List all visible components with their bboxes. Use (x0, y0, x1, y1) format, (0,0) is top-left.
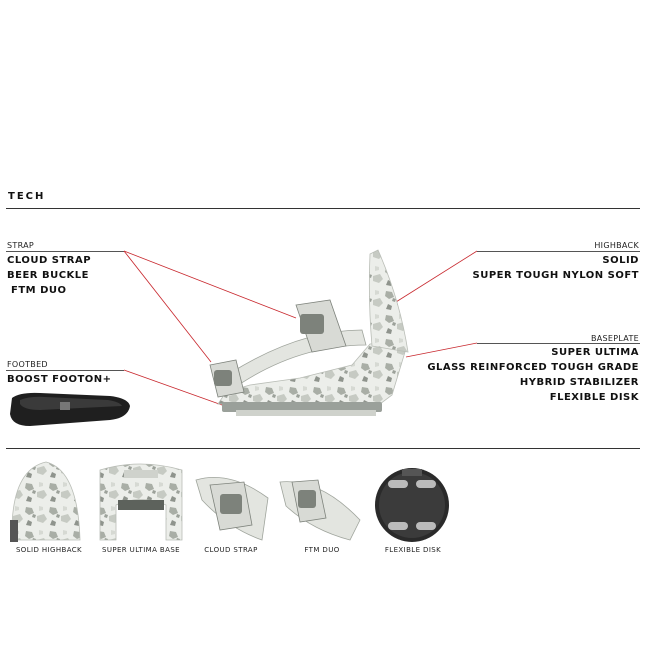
baseplate-underline (477, 343, 640, 344)
baseplate-item-glass: GLASS REINFORCED TOUGH GRADE (427, 362, 639, 373)
footbed-label: FOOTBED (7, 360, 48, 369)
thumb-cloud-strap-image (195, 477, 269, 541)
bottom-divider (6, 448, 640, 449)
callout-highback (387, 250, 478, 308)
highback-label: HIGHBACK (594, 241, 639, 250)
callout-strap-ankle (123, 250, 212, 363)
thumb-ftm-duo-image (279, 479, 361, 541)
thumb-caption-flexible-disk: FLEXIBLE DISK (384, 546, 442, 554)
strap-item-ftm-duo: FTM DUO (7, 285, 67, 296)
strap-label: STRAP (7, 241, 34, 250)
footbed-underline (6, 370, 124, 371)
thumb-caption-super-ultima-base: SUPER ULTIMA BASE (101, 546, 180, 554)
thumb-caption-ftm-duo: FTM DUO (304, 546, 340, 554)
thumb-super-ultima-base-image (99, 463, 183, 541)
binding-main-image (209, 249, 409, 416)
thumb-caption-cloud-strap: CLOUD STRAP (204, 546, 258, 554)
callout-baseplate (405, 342, 478, 358)
baseplate-item-flexible-disk: FLEXIBLE DISK (549, 392, 639, 403)
thumb-caption-solid-highback: SOLID HIGHBACK (15, 546, 83, 554)
footbed-image (10, 392, 130, 426)
highback-item-nylon: SUPER TOUGH NYLON SOFT (472, 270, 639, 281)
callout-strap-top (123, 250, 297, 319)
footbed-item-boost-footon: BOOST FOOTON+ (7, 374, 112, 385)
highback-item-solid: SOLID (602, 255, 639, 266)
thumb-solid-highback-image (10, 461, 81, 542)
top-divider (6, 208, 640, 209)
baseplate-label: BASEPLATE (590, 334, 639, 343)
highback-underline (477, 251, 640, 252)
baseplate-item-stabilizer: HYBRID STABILIZER (519, 377, 639, 388)
thumb-flexible-disk-image (375, 468, 449, 542)
callout-footbed (123, 369, 223, 406)
strap-item-cloud-strap: CLOUD STRAP (7, 255, 92, 266)
callout-lines (123, 250, 478, 406)
section-title: TECH (8, 191, 46, 202)
strap-underline (6, 251, 124, 252)
baseplate-item-super-ultima: SUPER ULTIMA (551, 347, 639, 358)
strap-item-beer-buckle: BEER BUCKLE (7, 270, 89, 281)
